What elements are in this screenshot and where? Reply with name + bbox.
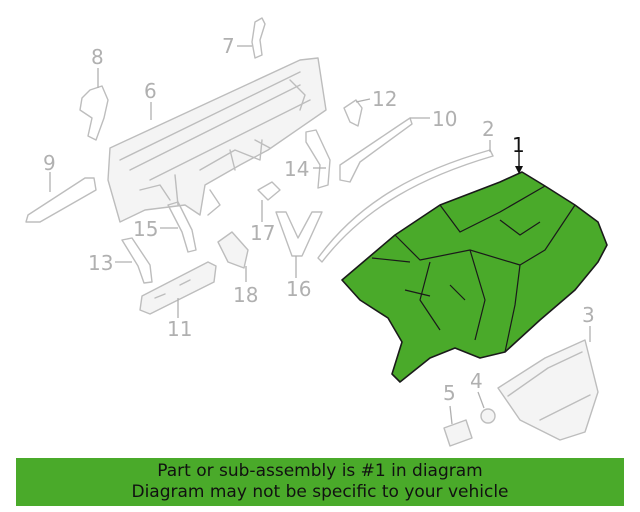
part-16-bracket	[275, 211, 323, 257]
part-12-bracket	[343, 99, 363, 127]
info-banner: Part or sub-assembly is #1 in diagram Di…	[16, 458, 624, 506]
callout-16: 16	[286, 277, 311, 301]
callout-8: 8	[91, 45, 104, 69]
part-17-clip	[257, 181, 281, 201]
callout-13: 13	[88, 251, 113, 275]
part-6-cross-car-beam	[107, 57, 327, 223]
part-9-bracket	[25, 177, 97, 223]
parts-diagram: 1 2 3 4 5 6 7 8 9 10 11 12 13 14 15 16 1…	[25, 17, 608, 447]
callout-17: 17	[250, 221, 275, 245]
callout-11: 11	[167, 317, 192, 341]
part-13-bracket	[121, 237, 153, 284]
part-15-bracket	[167, 201, 197, 253]
callout-9: 9	[43, 151, 56, 175]
callout-14: 14	[284, 157, 309, 181]
callout-15: 15	[133, 217, 158, 241]
part-5-cover	[443, 419, 473, 447]
part-18-bracket	[217, 231, 249, 269]
callout-10: 10	[432, 107, 457, 131]
part-2-strip	[317, 149, 494, 263]
callout-4: 4	[470, 369, 483, 393]
leader-lines	[49, 45, 591, 425]
part-8-bracket	[79, 85, 109, 141]
part-10-bracket	[339, 117, 413, 183]
callout-2: 2	[482, 117, 495, 141]
callout-labels: 1 2 3 4 5 6 7 8 9 10 11 12 13 14 15 16 1…	[43, 34, 595, 405]
callout-6: 6	[144, 79, 157, 103]
callout-7: 7	[222, 34, 235, 58]
part-7-bracket	[251, 17, 266, 59]
callout-12: 12	[372, 87, 397, 111]
part-1-instrument-panel	[341, 171, 608, 383]
callout-5: 5	[443, 381, 456, 405]
part-14-bracket	[305, 129, 331, 189]
banner-line-part-number: Part or sub-assembly is #1 in diagram	[157, 461, 483, 481]
callout-3: 3	[582, 303, 595, 327]
banner-line-disclaimer: Diagram may not be specific to your vehi…	[131, 482, 509, 502]
part-4-fastener	[480, 408, 496, 424]
callout-1: 1	[512, 133, 525, 157]
part-11-bracket	[139, 261, 217, 315]
part-3-glovebox	[497, 339, 599, 441]
callout-18: 18	[233, 283, 258, 307]
